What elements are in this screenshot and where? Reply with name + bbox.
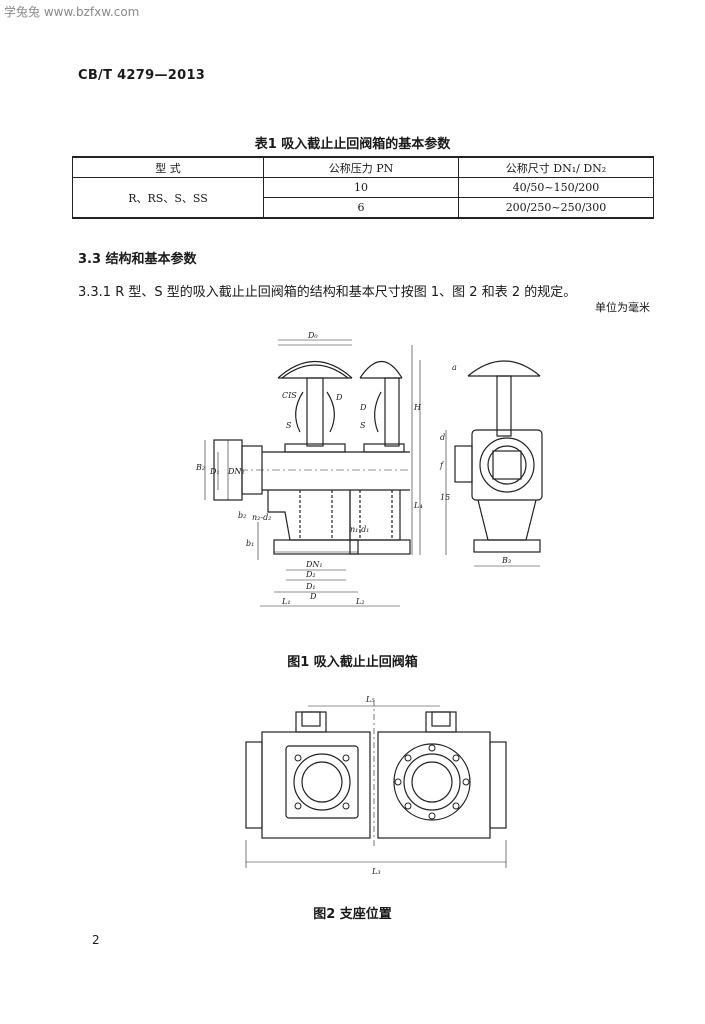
figure2-caption: 图2 支座位置	[313, 907, 392, 922]
dim-label: D₀	[307, 331, 318, 340]
figure1-caption: 图1 吸入截止止回阀箱	[287, 655, 418, 670]
dim-label: f	[439, 461, 445, 470]
dim-label: DN₁	[305, 560, 323, 569]
dim-label: D	[335, 393, 343, 402]
figure2-bolt-holes	[294, 744, 470, 820]
parameters-table: 型 式 公称压力 PN 公称尺寸 DN₁/ DN₂ R、RS、S、SS 10 4…	[72, 156, 654, 219]
dim-label: a	[452, 363, 457, 372]
dim-label: L₁	[281, 597, 291, 606]
cell-dn: 200/250~250/300	[458, 197, 654, 219]
dim-label: b₁	[246, 539, 254, 548]
dim-label: D	[359, 403, 367, 412]
dim-label: L₃	[371, 867, 381, 876]
page-number: 2	[92, 933, 100, 947]
dim-label: CIS	[282, 391, 297, 400]
dim-label: L₂	[355, 597, 365, 606]
dim-label: n₁-d₁	[350, 525, 369, 534]
dim-label: B₃	[501, 556, 511, 565]
figure1-labels: D₀ CIS D S S D B₂ D₁ DN₂ b₂ b₁ n₁-d₁ DN₁…	[195, 331, 511, 606]
dim-label: S	[286, 421, 292, 430]
dim-label: L₄	[413, 501, 423, 510]
dim-label: d	[440, 433, 445, 442]
table-row: R、RS、S、SS 10 40/50~150/200	[72, 177, 654, 219]
dim-label: S	[360, 421, 366, 430]
dim-label: H	[413, 403, 422, 412]
dim-label: D₂	[305, 570, 316, 579]
dim-label: D	[309, 592, 317, 601]
watermark-text: 学兔兔 www.bzfxw.com	[4, 5, 140, 19]
dim-label: D₁	[305, 582, 316, 591]
figure1-side-view	[419, 360, 543, 567]
unit-note: 单位为毫米	[595, 301, 650, 314]
dim-label: DN₂	[227, 467, 245, 476]
figure2-labels: L₅ L₃	[365, 695, 381, 876]
section-heading: 3.3 结构和基本参数	[78, 252, 197, 267]
standard-number: CB/T 4279—2013	[78, 68, 206, 83]
dim-label: L₅	[365, 695, 375, 704]
dim-label: n₂-d₂	[252, 513, 271, 522]
figure2-plan-view	[245, 700, 507, 868]
dim-label: D₁	[209, 467, 220, 476]
cell-dn: 40/50~150/200	[458, 177, 654, 198]
dim-label: b₂	[238, 511, 246, 520]
dim-label: 15	[440, 493, 450, 502]
table1-caption: 表1 吸入截止止回阀箱的基本参数	[254, 137, 451, 152]
figure1-front-view	[204, 339, 413, 607]
dim-label: B₂	[195, 463, 205, 472]
cell-type: R、RS、S、SS	[72, 177, 264, 219]
section-paragraph: 3.3.1 R 型、S 型的吸入截止止回阀箱的结构和基本尺寸按图 1、图 2 和…	[78, 285, 577, 300]
table-row: 6 200/250~250/300	[73, 197, 654, 219]
